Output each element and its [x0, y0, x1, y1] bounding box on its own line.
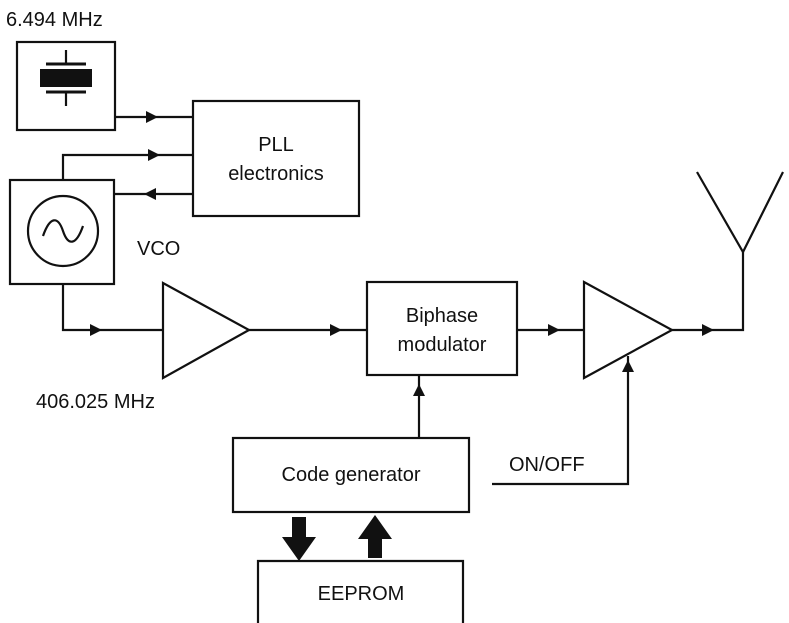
- arrow-icon: [90, 324, 102, 336]
- arrow-icon: [146, 111, 158, 123]
- sine-wave-icon: [41, 219, 85, 243]
- eeprom-block: EEPROM: [256, 559, 465, 623]
- arrow-icon: [148, 149, 160, 161]
- pll-electronics-block: PLL electronics: [191, 99, 361, 218]
- crystal-frequency-label: 6.494 MHz: [6, 9, 103, 31]
- arrow-icon: [413, 384, 425, 396]
- up-arrow-icon: [358, 515, 392, 558]
- eeprom-label: EEPROM: [318, 583, 405, 605]
- modulator-label-line2: modulator: [398, 334, 487, 356]
- biphase-modulator-block: Biphase modulator: [365, 280, 519, 377]
- vco-to-amplifier-line: [61, 284, 163, 332]
- arrow-icon: [702, 324, 714, 336]
- vco-label: VCO: [137, 238, 180, 260]
- modulator-label-line1: Biphase: [406, 305, 478, 327]
- vco-to-pll-line: [61, 153, 193, 180]
- arrow-icon: [330, 324, 342, 336]
- amplifier-2-icon: [582, 280, 675, 380]
- arrow-icon: [622, 360, 634, 372]
- sine-source-icon: [26, 194, 100, 268]
- code-generator-block: Code generator: [231, 436, 471, 514]
- pll-label-line1: PLL: [258, 134, 294, 156]
- vco-block: [8, 178, 116, 286]
- arrow-icon: [548, 324, 560, 336]
- amplifier-to-antenna-line: [672, 252, 745, 332]
- vco-frequency-label: 406.025 MHz: [36, 391, 155, 413]
- on-off-line: [492, 356, 630, 486]
- down-arrow-icon: [282, 517, 316, 561]
- amplifier-1-icon: [161, 281, 252, 380]
- crystal-block: [15, 40, 117, 132]
- crystal-icon: [40, 50, 92, 106]
- code-generator-label: Code generator: [282, 464, 421, 486]
- antenna-icon: [696, 171, 784, 255]
- arrow-icon: [144, 188, 156, 200]
- pll-label-line2: electronics: [228, 163, 324, 185]
- on-off-label: ON/OFF: [509, 454, 585, 476]
